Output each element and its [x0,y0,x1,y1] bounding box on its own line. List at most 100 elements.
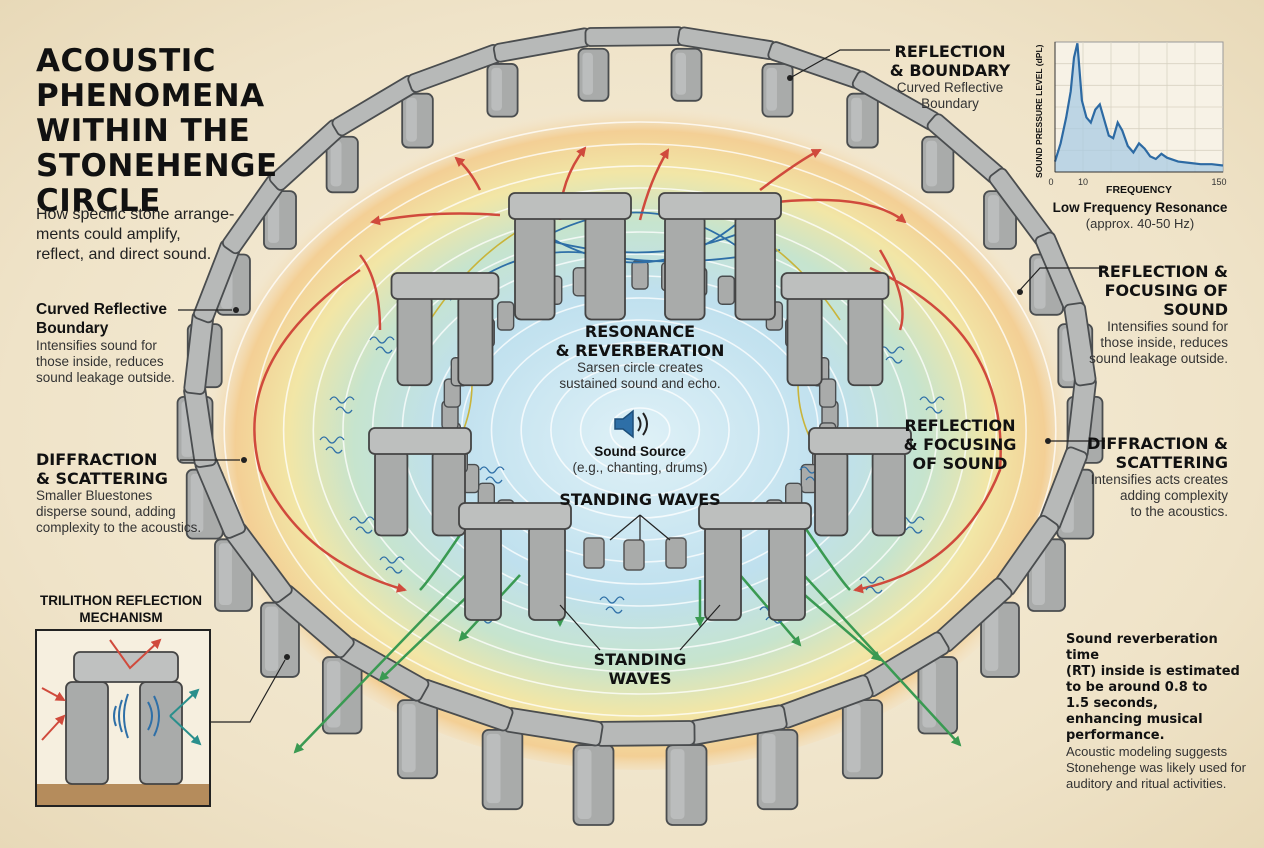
sarsen-stone [980,601,1020,678]
chart-x-label: FREQUENCY [1106,184,1172,196]
trilithon [368,427,472,537]
sarsen-stone [572,744,615,826]
scatter-squiggle [479,466,505,474]
trilithon [658,192,782,321]
trilithon-horseshoe [368,192,912,621]
scatter-squiggle [319,436,345,444]
sarsen-stone [486,63,519,118]
sarsen-stone [921,135,955,194]
title-line: ACOUSTIC PHENOMENA [36,43,265,114]
sarsen-stone [841,699,884,780]
chart-tick-label: 10 [1078,177,1088,187]
sarsen-stone [325,135,359,194]
sarsen-stone [917,656,959,735]
subtitle-line: reflect, and direct sound. [36,246,212,263]
page-subtitle: How specific stone arrange- ments could … [36,205,266,265]
sarsen-stone [481,728,524,811]
acoustic-field [200,90,1080,770]
lintel-stone [492,27,592,63]
ripple-ring [282,165,998,695]
trilithon [808,427,912,537]
scatter-squiggle [329,396,355,404]
label-diffraction-right: DIFFRACTION &SCATTERING Intensifies acts… [1087,434,1228,519]
scatter-squiggle [355,526,373,534]
trilithon [780,272,890,387]
scatter-squiggle [605,606,623,614]
bluestone [496,301,515,331]
title-line: WITHIN THE [36,113,251,149]
sarsen-stone [756,728,799,811]
subtitle-line: How specific stone arrange- [36,206,235,223]
ripple-ring [550,363,730,497]
scatter-squiggle [865,586,883,594]
scatter-squiggle [859,576,885,584]
trilithon [698,502,812,621]
bluestone [631,260,649,290]
title-line: CIRCLE [36,183,161,219]
scatter-squiggle [325,446,343,454]
page-title: ACOUSTIC PHENOMENA WITHIN THE STONEHENGE… [36,44,436,219]
scatter-squiggle [369,336,395,344]
scatter-squiggle [349,516,375,524]
chart-area [1055,43,1223,172]
sarsen-stone [761,63,794,118]
label-standing-waves-inner: STANDING WAVES [559,490,721,509]
chart-tick-label: 0 [1048,177,1053,187]
scatter-squiggle [885,356,903,364]
sarsen-stone [577,47,610,102]
scatter-squiggle [375,346,393,354]
reflection-arrows [253,146,1002,594]
scatter-squiggle [879,346,905,354]
scatter-squiggle [379,556,405,564]
speaker-icon [614,409,648,439]
chart-series-line [1053,43,1224,167]
ripple-ring [609,407,671,453]
callout-lines [178,49,1105,723]
ripple-ring [579,385,701,475]
sarsen-stone [665,744,708,826]
chart-tick-label: 150 [1211,177,1226,187]
sarsen-stone [401,92,434,149]
scatter-squiggle [905,526,923,534]
callout-dots [233,75,1051,660]
scatter-squiggle [485,476,503,484]
sarsen-stone [321,656,363,735]
sarsen-stone [396,699,439,780]
trilithon [390,272,500,387]
ripple-ring [342,209,938,651]
label-sound-source: Sound Source (e.g., chanting, drums) [572,444,708,475]
chart-tick-labels: 0 10 150 [1048,177,1226,187]
trilithon [508,192,632,321]
bluestone [818,378,837,408]
frequency-chart: 0 10 150 FREQUENCY SOUND PRESSURE LEVEL (d… [1034,41,1227,196]
inner-bluestones [583,537,687,571]
label-reflection-focusing-right: REFLECTION &FOCUSING OF SOUND Intensifie… [1089,262,1228,366]
bluestone [717,275,735,305]
scatter-squiggle [385,566,403,574]
subtitle-line: ments could amplify, [36,226,181,243]
ripple-ring [312,187,968,673]
sarsen-stone [846,92,879,149]
label-diffraction-left: DIFFRACTION& SCATTERING Smaller Blueston… [36,450,202,535]
sarsen-stone [670,47,703,102]
scatter-squiggle [599,596,625,604]
lintel-stone [584,26,685,47]
label-resonance: RESONANCE& REVERBERATION Sarsen circle c… [555,322,725,391]
chart-y-label: SOUND PRESSURE LEVEL (dPL) [1034,44,1044,178]
outer-sarsen-ring [176,26,1104,826]
title-line: STONEHENGE [36,148,278,184]
chart-caption: Low Frequency Resonance (approx. 40-50 H… [1052,200,1228,231]
reverberation-time-note: Sound reverberation time(RT) inside is e… [1066,632,1240,743]
scatter-squiggle [925,406,943,414]
lintel-stone [1063,302,1097,387]
trilithon-inset [35,629,211,807]
scatter-squiggle [335,406,353,414]
